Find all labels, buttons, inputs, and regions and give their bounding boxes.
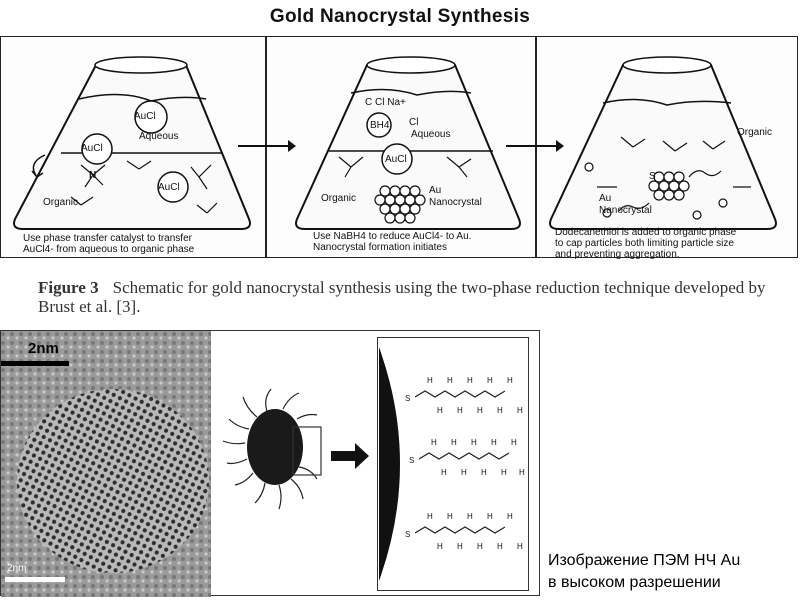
flask-2-drawing	[295, 56, 521, 230]
bh4-label: BH4	[370, 120, 390, 131]
figure-caption-text: Schematic for gold nanocrystal synthesis…	[38, 278, 766, 316]
panel-3-caption-line-3: and preventing aggregation.	[555, 249, 680, 260]
au-label-2: Au	[429, 185, 442, 196]
h-label: H	[457, 406, 463, 415]
s-label-3: S	[649, 171, 656, 182]
auc-label-mid: AuCl	[81, 143, 103, 154]
panel-2-caption-line-2: Nanocrystal formation initiates	[313, 242, 447, 253]
organic-label-3: Organic	[737, 127, 773, 138]
h-label: H	[481, 468, 487, 477]
h-label: H	[447, 376, 453, 385]
h-label: H	[437, 406, 443, 415]
panel-1-caption-line-1: Use phase transfer catalyst to transfer	[23, 233, 192, 244]
h-label: H	[517, 542, 523, 551]
h-label: H	[447, 512, 453, 521]
h-label: H	[471, 438, 477, 447]
tem-and-ligand-figure: 2nm S S S H H H H H H H H H H H H H H H H H H H H	[0, 330, 540, 597]
h-label: H	[461, 468, 467, 477]
scale-bar-label: 2nm	[28, 340, 59, 357]
h-label: H	[491, 438, 497, 447]
organic-label-2: Organic	[321, 193, 357, 204]
h-label: H	[507, 512, 513, 521]
nanocrystal-label-3: Nanocrystal	[599, 205, 652, 216]
flask-1-drawing	[13, 56, 251, 230]
diagram-title: Gold Nanocrystal Synthesis	[269, 6, 531, 27]
aqueous-label-1: Aqueous	[139, 131, 179, 142]
h-label: H	[487, 376, 493, 385]
h-label: H	[467, 376, 473, 385]
h-label: H	[457, 542, 463, 551]
h-label: H	[427, 376, 433, 385]
panel-1-caption-line-2: AuCl4- from aqueous to organic phase	[23, 244, 195, 255]
panel-2-caption: Use NaBH4 to reduce AuCl4- to Au. Nanocr…	[313, 231, 471, 253]
organic-label-1: Organic	[43, 197, 79, 208]
sulfur-label-3: S	[405, 530, 410, 539]
h-label: H	[497, 406, 503, 415]
h-label: H	[511, 438, 517, 447]
cl-label: Cl	[409, 117, 419, 128]
ru-caption-line-1: Изображение ПЭМ НЧ Au	[548, 552, 741, 569]
auc-label-2: AuCl	[385, 154, 407, 165]
h-label: H	[517, 406, 523, 415]
arrow-1-icon	[238, 140, 296, 152]
panel-capping: Organic Au Nanocrystal S Dodecanethiol i…	[536, 36, 798, 260]
auc-label-low: AuCl	[158, 182, 180, 193]
arrow-3-icon	[331, 443, 369, 469]
panel-3-caption: Dodecanethiol is added to organic phase …	[555, 227, 736, 260]
h-label: H	[497, 542, 503, 551]
nanocrystal-label-2: Nanocrystal	[429, 197, 482, 208]
h-label: H	[519, 468, 525, 477]
h-label: H	[441, 468, 447, 477]
panel-1-caption: Use phase transfer catalyst to transfer …	[23, 233, 194, 255]
tem-small-scale-label: 2nm	[7, 563, 26, 574]
aqueous-label-2: Aqueous	[411, 129, 451, 140]
ligand-detail-drawing: S S S H H H H H H H H H H H H H H H H H H H H H H H H H H H H H…	[377, 337, 529, 591]
h-label: H	[507, 376, 513, 385]
panel-2-caption-line-1: Use NaBH4 to reduce AuCl4- to Au.	[313, 231, 472, 242]
panel-3-caption-line-2: to cap particles both limiting particle …	[555, 238, 734, 249]
h-label: H	[451, 438, 457, 447]
h-label: H	[467, 512, 473, 521]
capped-particle-drawing	[222, 388, 322, 510]
ru-caption-line-2: в высоком разрешении	[548, 574, 721, 591]
flask-3-drawing	[549, 56, 777, 230]
auc-label-top: AuCl	[134, 111, 156, 122]
h-label: H	[437, 542, 443, 551]
h-label: H	[431, 438, 437, 447]
figure-label: Figure 3	[38, 278, 99, 297]
synthesis-panels: AuCl Aqueous AuCl AuCl N Organic Use pha…	[0, 36, 800, 260]
tem-image: 2nm	[1, 331, 211, 597]
panel-phase-transfer: AuCl Aqueous AuCl AuCl N Organic Use pha…	[0, 36, 266, 258]
panel-reduction: C Cl Na+ BH4 Cl Aqueous AuCl Organic Au …	[266, 36, 536, 258]
n-label-1: N	[89, 170, 97, 181]
sulfur-label-2: S	[409, 456, 414, 465]
h-label: H	[477, 542, 483, 551]
h-label: H	[501, 468, 507, 477]
h-label: H	[487, 512, 493, 521]
panel-3-caption-line-1: Dodecanethiol is added to organic phase	[555, 227, 737, 238]
h-label: H	[427, 512, 433, 521]
ions-label: C Cl Na+	[365, 97, 406, 108]
sulfur-label-1: S	[405, 394, 410, 403]
arrow-2-icon	[506, 140, 564, 152]
au-label-3: Au	[599, 193, 612, 204]
h-label: H	[477, 406, 483, 415]
ru-caption: Изображение ПЭМ НЧ Au в высоком разрешен…	[548, 550, 740, 594]
